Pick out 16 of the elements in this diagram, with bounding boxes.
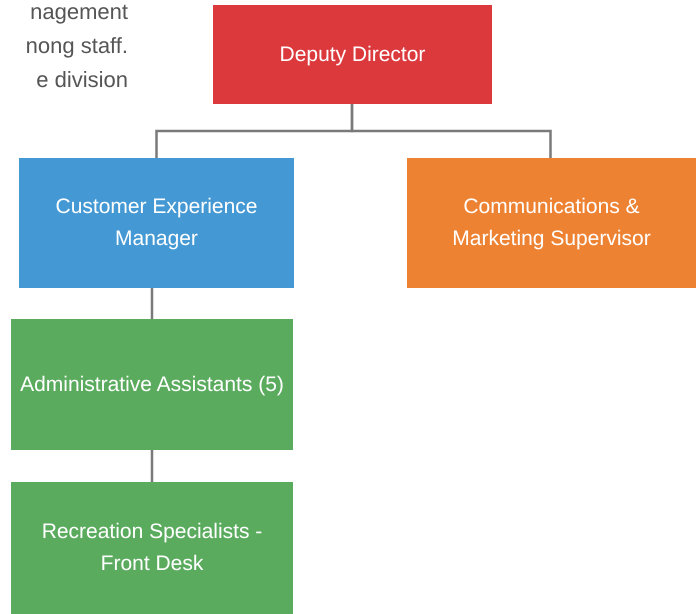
role-title: Customer Experience Manager — [54, 194, 258, 252]
role-title: Deputy Director — [280, 42, 426, 68]
org-box — [11, 319, 293, 450]
role-title: Administrative Assistants (5) — [20, 372, 284, 398]
org-box — [19, 158, 294, 288]
note-text: nong staff. — [24, 32, 128, 60]
org-box — [407, 158, 696, 288]
note-text: nagement — [29, 0, 128, 26]
org-box — [11, 482, 293, 614]
role-title: Recreation Specialists - Front Desk — [40, 519, 264, 577]
connector-line — [150, 288, 154, 319]
connector-line — [150, 450, 154, 482]
org-box — [213, 5, 492, 104]
role-title: Communications & Marketing Supervisor — [451, 194, 652, 252]
connector-line — [350, 104, 552, 158]
note-text: e division — [35, 66, 128, 94]
